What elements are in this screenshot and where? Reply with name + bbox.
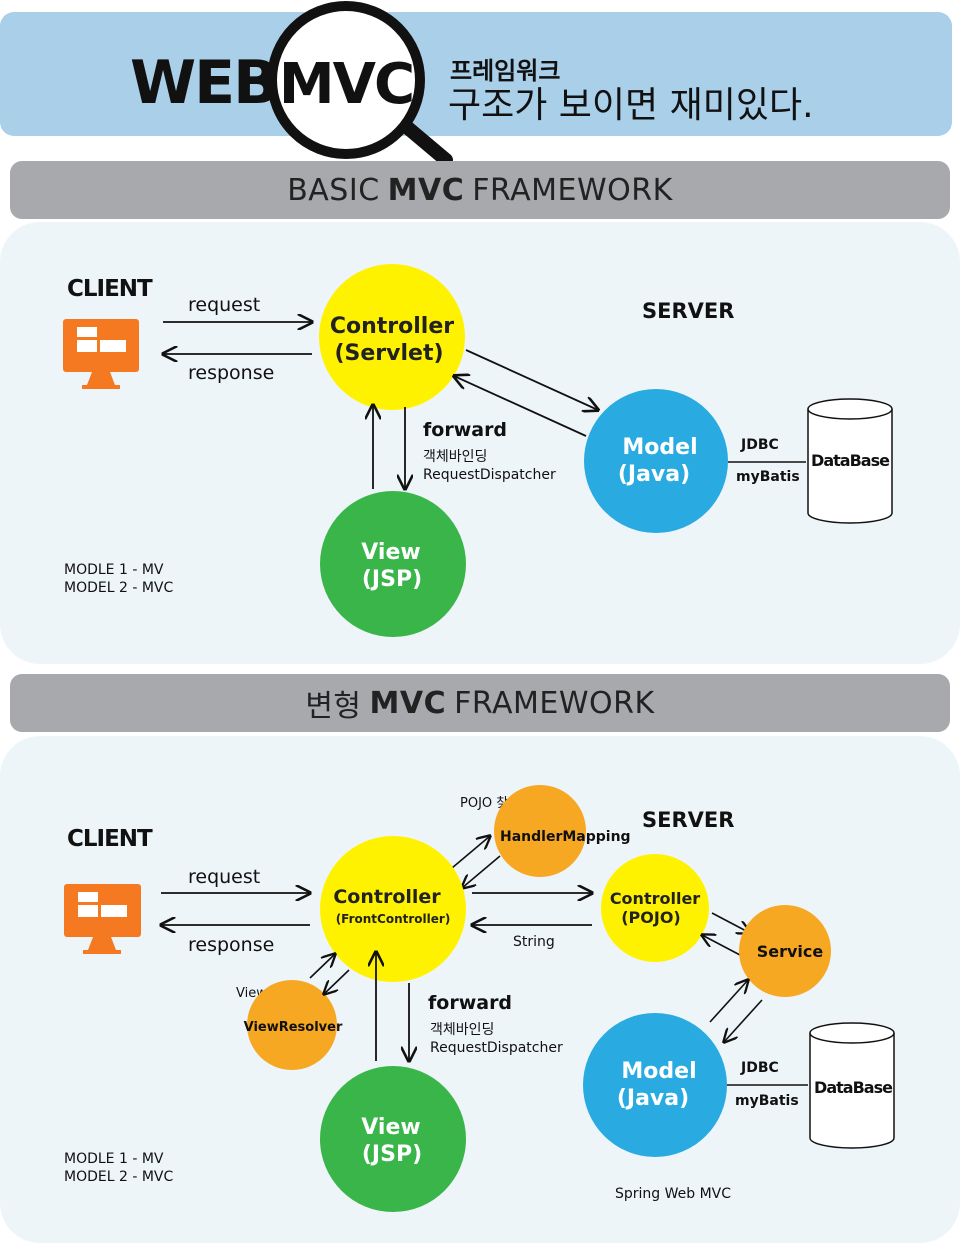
basic-bar-bold: MVC [387, 172, 465, 208]
basic-response-label: response [188, 362, 274, 384]
variant-bar-bold: MVC [369, 685, 447, 721]
service-node [739, 905, 831, 997]
logo-mvc-text: MVC [279, 52, 413, 117]
basic-database-label: DataBase [811, 451, 890, 470]
basic-note-2: MODEL 2 - MVC [64, 580, 173, 596]
basic-view-node [320, 491, 466, 637]
header-logo: WEB MVC 프레임워크 구조가 보이면 재미있다. [130, 1, 814, 167]
header-subtitle-top: 프레임워크 [450, 57, 560, 85]
variant-model-sub: (Java) [617, 1086, 689, 1111]
variant-request-label: request [188, 866, 260, 888]
client-monitor-icon [64, 884, 141, 954]
variant-view-title: View [361, 1115, 420, 1140]
variant-note-1: MODLE 1 - MV [64, 1151, 164, 1167]
magnifier-handle [401, 121, 453, 167]
service-to-pojo-arrow [702, 935, 741, 956]
variant-view-sub: (JSP) [362, 1142, 422, 1167]
handler-to-controller-arrow [462, 855, 501, 888]
basic-mybatis-label: myBatis [736, 469, 800, 485]
basic-server-label: SERVER [642, 299, 734, 323]
variant-database-icon [809, 1022, 895, 1149]
front-controller-node [320, 836, 466, 982]
basic-model-to-controller-arrow [454, 376, 587, 437]
basic-bar-prefix: BASIC [287, 172, 380, 208]
resolver-to-front-arrow [309, 954, 335, 979]
basic-controller-sub: (Servlet) [334, 341, 443, 366]
basic-controller-to-model-arrow [465, 349, 598, 410]
pojo-controller-sub: (POJO) [621, 908, 681, 927]
basic-forward-sub1: 객체바인딩 [423, 449, 487, 465]
service-label: Service [757, 942, 824, 961]
view-resolver-label: ViewResolver [244, 1020, 343, 1035]
basic-client-label: CLIENT [67, 276, 153, 302]
variant-database-label: DataBase [814, 1078, 893, 1097]
basic-bar-suffix: FRAMEWORK [472, 172, 673, 208]
variant-panel [0, 736, 960, 1243]
variant-mybatis-label: myBatis [735, 1093, 799, 1109]
handler-mapping-label: HandlerMapping [500, 829, 631, 845]
pojo-controller-node [601, 854, 709, 962]
basic-controller-title: Controller [330, 314, 454, 339]
basic-diagram: CLIENT request response Controller (Serv… [63, 264, 893, 637]
basic-model-sub: (Java) [618, 462, 690, 487]
pojo-to-service-arrow [711, 912, 750, 933]
front-to-resolver-arrow [324, 969, 350, 994]
header-banner [0, 12, 952, 136]
controller-to-handler-arrow [451, 836, 490, 869]
variant-model-node [583, 1013, 727, 1157]
logo-web-text: WEB [130, 48, 277, 118]
variant-forward-label: forward [428, 992, 512, 1014]
variant-view-node [320, 1066, 466, 1212]
handler-mapping-node [494, 785, 586, 877]
variant-bar-suffix: FRAMEWORK [454, 685, 655, 721]
basic-model-title: Model [622, 435, 697, 460]
basic-model-node [584, 389, 728, 533]
service-to-model-arrow [724, 999, 763, 1042]
basic-forward-sub2: RequestDispatcher [423, 467, 556, 483]
front-controller-title: Controller [333, 886, 441, 908]
variant-diagram: CLIENT request response POJO 찾기 HandlerM… [64, 785, 895, 1212]
basic-section-bar: BASIC MVC FRAMEWORK [10, 161, 950, 219]
basic-view-sub: (JSP) [362, 567, 422, 592]
variant-server-label: SERVER [642, 808, 734, 832]
model-to-service-arrow [709, 980, 748, 1023]
string-return-label: String [513, 934, 555, 950]
view-resolver-node [247, 980, 337, 1070]
pojo-controller-title: Controller [610, 889, 700, 908]
spring-web-mvc-caption: Spring Web MVC [615, 1186, 731, 1202]
variant-jdbc-label: JDBC [740, 1060, 779, 1076]
variant-client-label: CLIENT [67, 826, 153, 852]
variant-note-2: MODEL 2 - MVC [64, 1169, 173, 1185]
magnifier-icon [267, 1, 425, 159]
basic-jdbc-label: JDBC [740, 437, 779, 453]
variant-model-title: Model [621, 1059, 696, 1084]
variant-forward-sub2: RequestDispatcher [430, 1040, 563, 1056]
variant-bar-prefix: 변형 [305, 689, 362, 724]
basic-note-1: MODLE 1 - MV [64, 562, 164, 578]
basic-request-label: request [188, 294, 260, 316]
client-monitor-icon [63, 319, 139, 389]
basic-forward-label: forward [423, 419, 507, 441]
header-subtitle-main: 구조가 보이면 재미있다. [448, 85, 814, 126]
basic-database-icon [807, 398, 893, 524]
basic-panel [0, 222, 960, 664]
front-controller-sub: (FrontController) [336, 912, 451, 926]
basic-view-title: View [361, 540, 420, 565]
variant-section-bar: 변형 MVC FRAMEWORK [10, 674, 950, 732]
variant-response-label: response [188, 934, 274, 956]
basic-controller-node [319, 264, 465, 410]
variant-forward-sub1: 객체바인딩 [430, 1022, 494, 1038]
